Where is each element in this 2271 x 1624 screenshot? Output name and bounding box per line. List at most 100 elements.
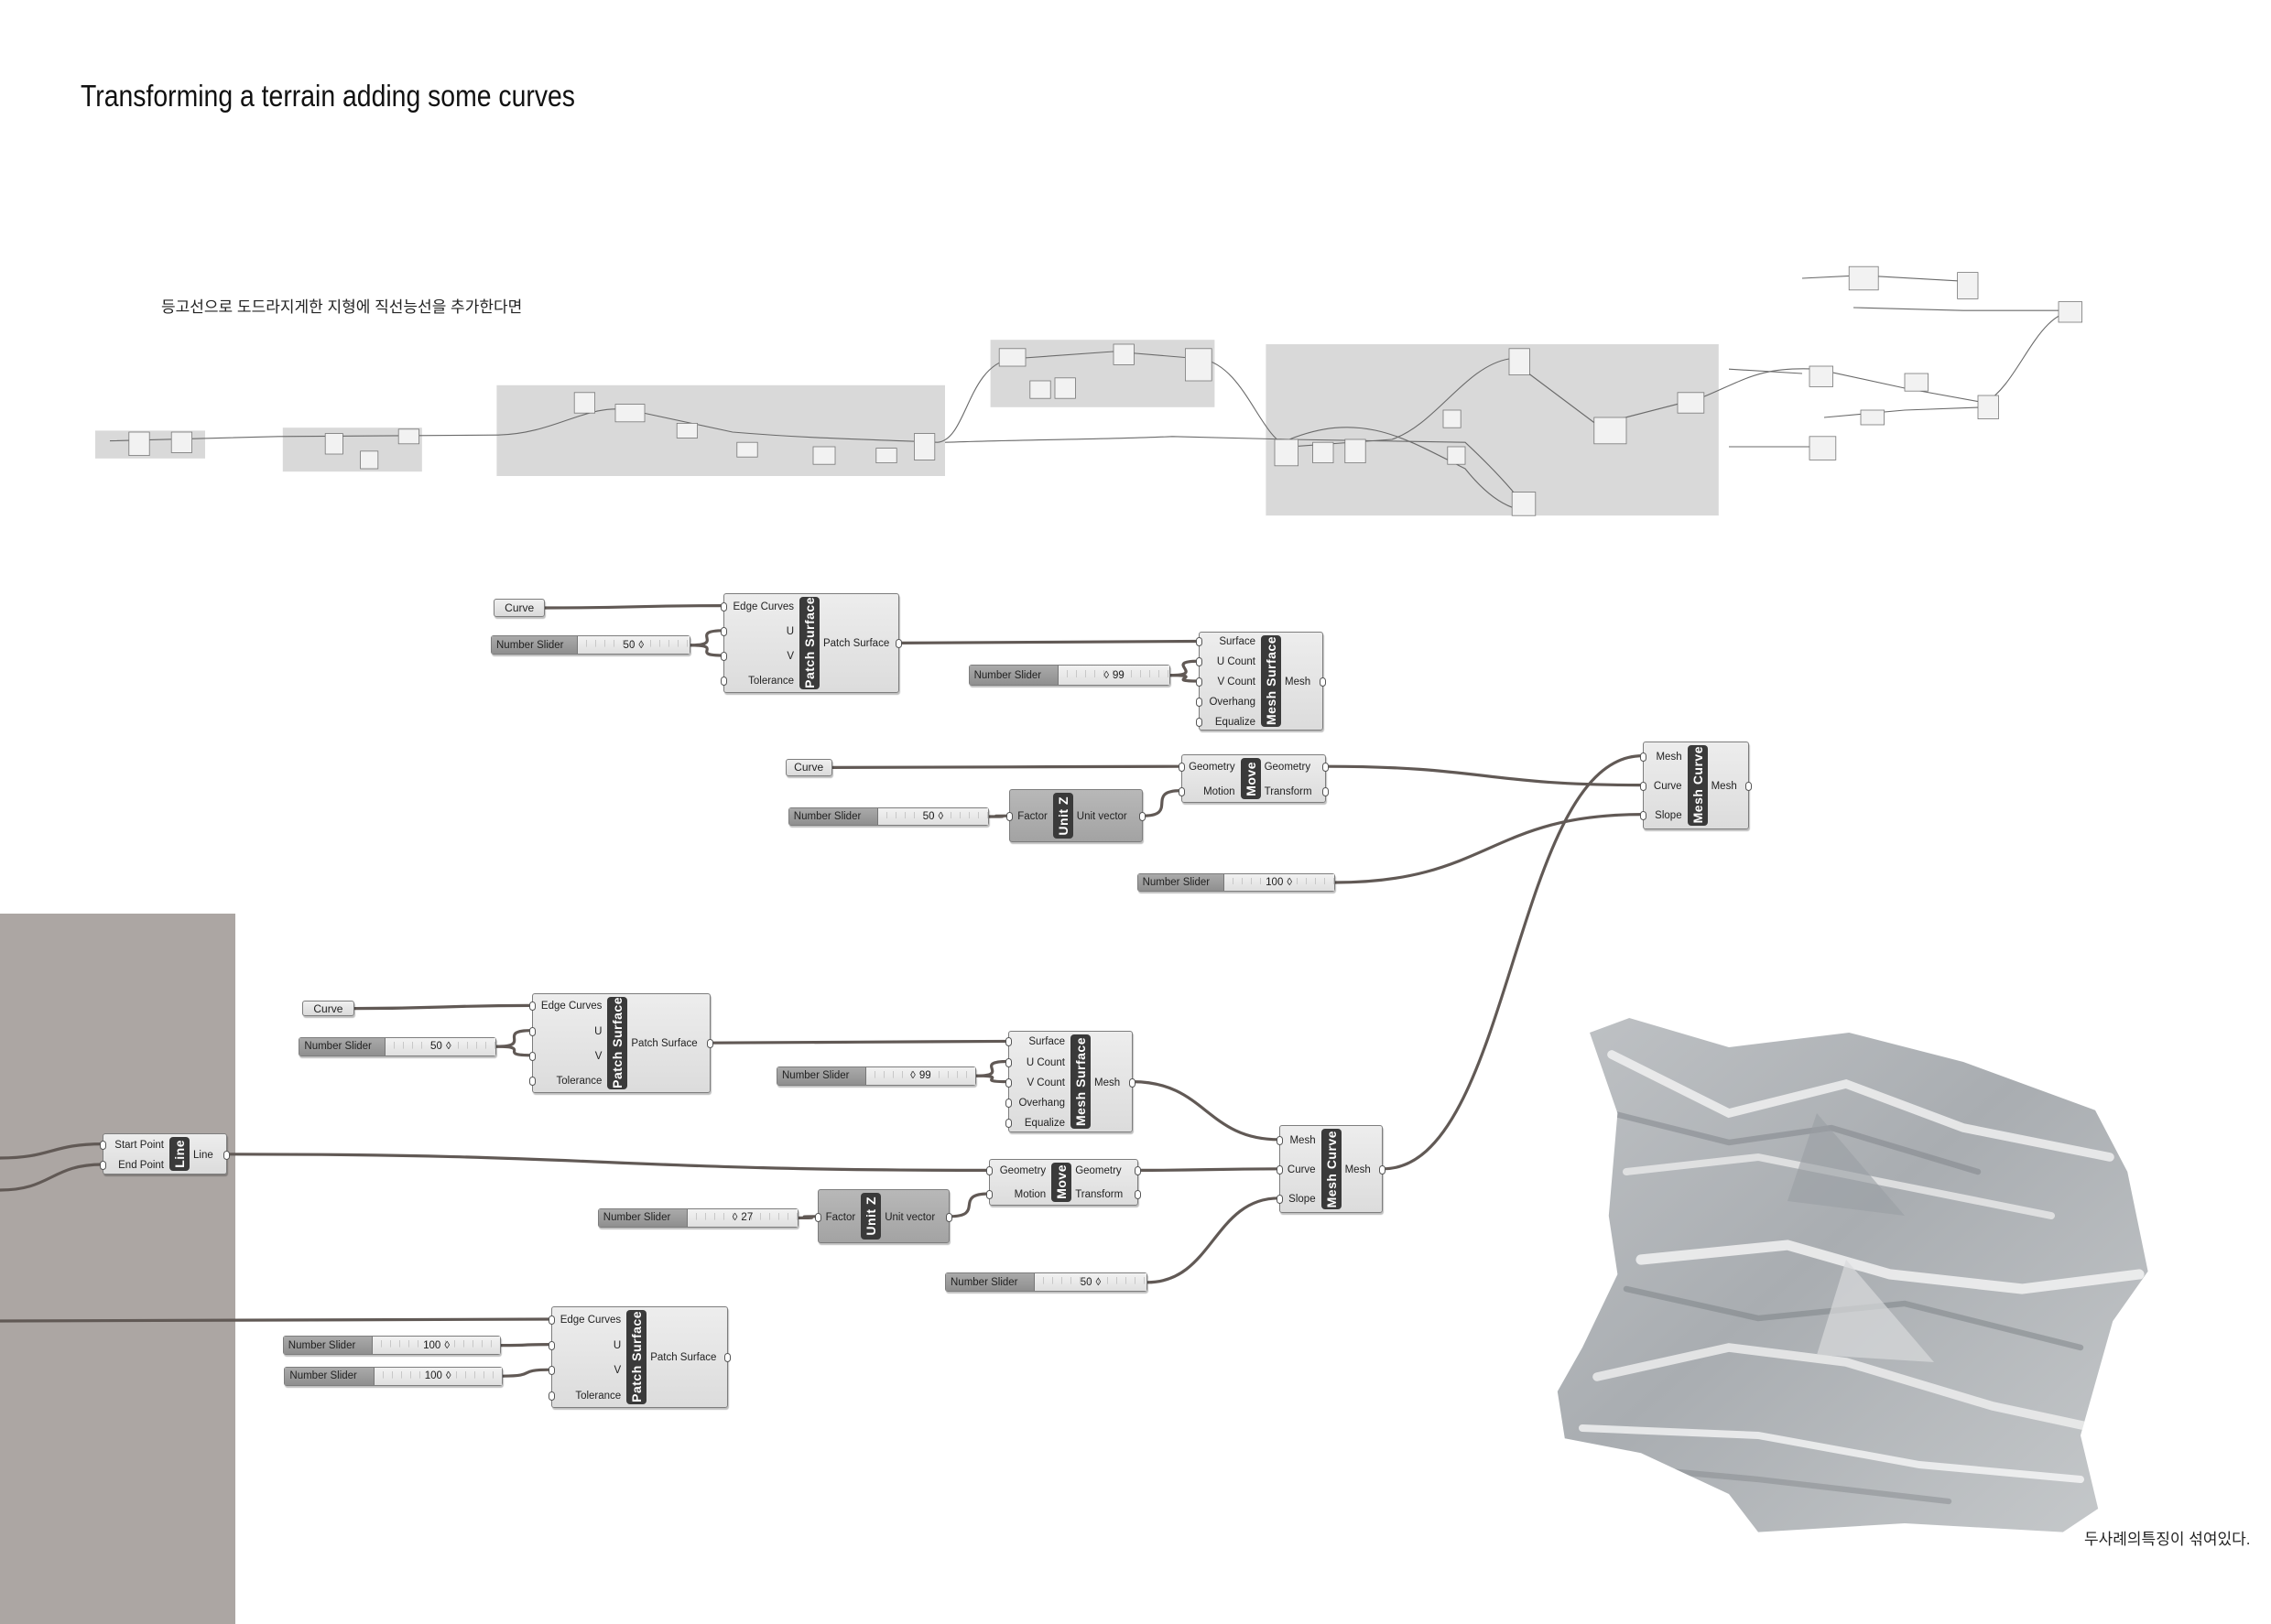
input-port[interactable] bbox=[528, 1076, 536, 1086]
input-port[interactable] bbox=[548, 1391, 555, 1401]
input-port[interactable] bbox=[1639, 810, 1646, 820]
curve-param[interactable]: Curve bbox=[301, 1000, 355, 1017]
output-port[interactable] bbox=[706, 1039, 713, 1049]
input-port[interactable] bbox=[1195, 677, 1202, 687]
input-port[interactable] bbox=[1195, 657, 1202, 667]
component-name: Mesh Curve bbox=[1323, 1130, 1339, 1207]
curve-param[interactable]: Curve bbox=[494, 599, 546, 617]
slider-grip-icon[interactable]: ◊ bbox=[445, 1041, 451, 1053]
slider-grip-icon[interactable]: ◊ bbox=[1095, 1276, 1102, 1288]
slider-grip-icon[interactable]: ◊ bbox=[1103, 669, 1110, 681]
slider-grip-icon[interactable]: ◊ bbox=[938, 810, 944, 822]
slider-track[interactable]: 100◊ bbox=[375, 1367, 502, 1385]
output-port[interactable] bbox=[223, 1150, 230, 1160]
curve-param[interactable]: Curve bbox=[785, 758, 832, 776]
output-port[interactable] bbox=[1321, 786, 1329, 796]
input-port[interactable] bbox=[1178, 763, 1185, 773]
output-port[interactable] bbox=[1135, 1189, 1142, 1199]
output-port[interactable] bbox=[1379, 1164, 1386, 1175]
slider-track[interactable]: 100◊ bbox=[1224, 873, 1334, 892]
input-port[interactable] bbox=[1276, 1164, 1283, 1175]
slider-grip-icon[interactable]: ◊ bbox=[1287, 876, 1293, 888]
input-port[interactable] bbox=[814, 1212, 821, 1222]
output-port[interactable] bbox=[945, 1212, 952, 1222]
slider-grip-icon[interactable]: ◊ bbox=[638, 639, 645, 651]
output-port[interactable] bbox=[724, 1353, 732, 1363]
slider-track[interactable]: 50◊ bbox=[578, 636, 690, 655]
input-port[interactable] bbox=[1005, 1118, 1012, 1128]
input-port[interactable] bbox=[528, 1051, 536, 1061]
number-slider[interactable]: Number Slider◊99 bbox=[777, 1066, 976, 1086]
input-port[interactable] bbox=[1005, 1057, 1012, 1067]
output-port[interactable] bbox=[1321, 763, 1329, 773]
input-port[interactable] bbox=[548, 1340, 555, 1350]
slider-grip-icon[interactable]: ◊ bbox=[444, 1339, 451, 1351]
input-u: U bbox=[613, 1339, 622, 1351]
slider-track[interactable]: ◊27 bbox=[688, 1209, 798, 1227]
input-port[interactable] bbox=[100, 1160, 106, 1170]
input-port[interactable] bbox=[721, 601, 728, 612]
input-port[interactable] bbox=[986, 1189, 993, 1199]
slider-grip-icon[interactable]: ◊ bbox=[445, 1370, 451, 1382]
slider-track[interactable]: ◊99 bbox=[1059, 666, 1170, 685]
input-geometry: Geometry bbox=[1189, 762, 1235, 774]
input-port[interactable] bbox=[1276, 1194, 1283, 1204]
input-port[interactable] bbox=[1639, 781, 1646, 791]
input-port[interactable] bbox=[1195, 697, 1202, 707]
input-port[interactable] bbox=[528, 1026, 536, 1036]
slider-track[interactable]: ◊99 bbox=[866, 1066, 974, 1085]
input-port[interactable] bbox=[1005, 1037, 1012, 1047]
input-port[interactable] bbox=[100, 1140, 106, 1150]
slider-grip-icon[interactable]: ◊ bbox=[732, 1212, 738, 1224]
output-port[interactable] bbox=[1128, 1077, 1136, 1088]
number-slider[interactable]: Number Slider◊99 bbox=[968, 665, 1171, 686]
input-port[interactable] bbox=[1178, 786, 1185, 796]
slider-track[interactable]: 50◊ bbox=[386, 1037, 495, 1056]
input-port[interactable] bbox=[1639, 752, 1646, 762]
input-port[interactable] bbox=[1005, 1077, 1012, 1088]
input-port[interactable] bbox=[1195, 637, 1202, 647]
input-port[interactable] bbox=[1195, 717, 1202, 727]
input-port[interactable] bbox=[1276, 1135, 1283, 1145]
input-port[interactable] bbox=[1005, 1098, 1012, 1108]
slider-track[interactable]: 50◊ bbox=[878, 807, 988, 826]
input-port[interactable] bbox=[548, 1315, 555, 1325]
slider-track[interactable]: 100◊ bbox=[373, 1337, 500, 1354]
output-port[interactable] bbox=[1745, 781, 1753, 791]
input-port[interactable] bbox=[721, 652, 728, 661]
input-port[interactable] bbox=[1006, 812, 1014, 822]
slider-track[interactable]: 50◊ bbox=[1035, 1273, 1146, 1292]
wire bbox=[689, 644, 725, 657]
input-port[interactable] bbox=[721, 677, 728, 687]
input-port[interactable] bbox=[721, 626, 728, 636]
slider-grip-icon[interactable]: ◊ bbox=[910, 1070, 916, 1082]
number-slider[interactable]: Number Slider◊27 bbox=[597, 1208, 799, 1228]
output-port[interactable] bbox=[896, 639, 903, 649]
input-port[interactable] bbox=[548, 1366, 555, 1376]
input-port[interactable] bbox=[986, 1166, 993, 1176]
input-port[interactable] bbox=[528, 1001, 536, 1012]
output-port[interactable] bbox=[1135, 1166, 1142, 1176]
input-u: U bbox=[786, 625, 794, 637]
output-port[interactable] bbox=[1138, 812, 1146, 822]
output-port[interactable] bbox=[1319, 677, 1326, 687]
